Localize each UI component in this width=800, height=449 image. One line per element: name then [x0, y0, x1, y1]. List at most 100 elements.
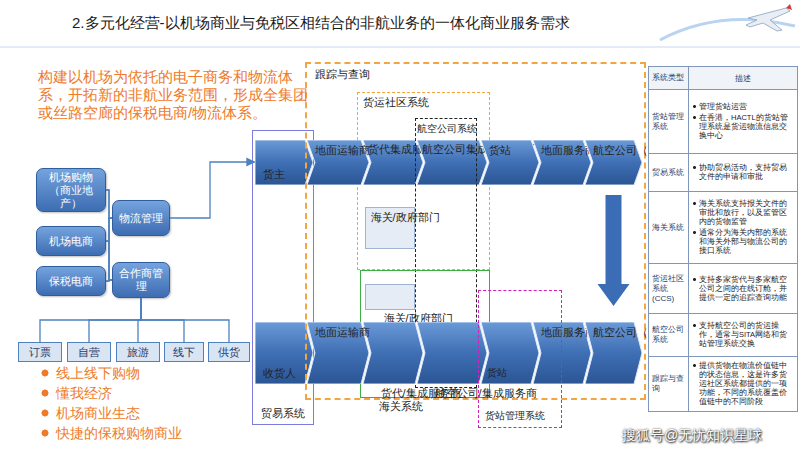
authority-box: 海关/政府部门 — [365, 284, 415, 310]
flow-chevron: 航空公司（飞机） — [585, 140, 642, 185]
table-cell-text: 在香港，HACTL的货站管理系统是货运物流信息交换中心 — [692, 113, 794, 140]
table-cell: 协助贸易活动，支持贸易文件的申请和审批 — [689, 154, 797, 191]
chevron-fill — [417, 322, 487, 384]
table-cell-text: 海关系统 — [652, 223, 684, 233]
table-cell-text: 跟踪与查询 — [652, 374, 685, 394]
table-row: 海关系统海关系统支持报关文件的审批和放行，以及监管区内的货物监管通常分为海关内部… — [649, 191, 797, 263]
node-text: 供货 — [218, 346, 240, 359]
table-cell: 跟踪与查询 — [649, 357, 689, 411]
chevron-fill — [255, 140, 313, 185]
flow-chevron: 货主 — [255, 140, 313, 185]
node-text: 货站管理系统 — [485, 409, 545, 422]
table-cell: 支持航空公司的货运操作，通常与SITA网络和货站管理系统交换 — [689, 314, 797, 356]
flow-chevron: 航空公司集成服务商（飞机） — [417, 140, 487, 185]
connector-line — [138, 298, 141, 342]
bullet-item: 快捷的保税购物商业 — [40, 424, 276, 442]
node-text: 地面运输商 — [315, 144, 370, 157]
flow-chevron: 航空公司/集成服务商 — [417, 322, 487, 384]
node-text: 货站 — [487, 366, 507, 379]
table-cell: 货运社区系统(CCS) — [649, 264, 689, 313]
flow-chevron: 地面运输商 — [307, 140, 369, 185]
business-box: 物流管理 — [112, 200, 170, 236]
table-cell: 提供货物在物流价值链中的状态信息，这是许多货运社区系统都提供的一项功能，不同的系… — [689, 357, 797, 411]
table-cell: 货站管理系统 — [649, 90, 689, 153]
table-cell-text: 货运社区系统(CCS) — [652, 274, 685, 304]
bullet-item: 懂我经济 — [40, 384, 276, 402]
system-frame: 海关系统海关/政府部门货代/集成服务商航空公司/集成服务商 — [360, 270, 490, 398]
table-cell: 管理货站运营在香港，HACTL的货站管理系统是货运物流信息交换中心 — [689, 90, 797, 153]
flow-chevron: 地面服务商 — [533, 140, 591, 185]
business-box: 合作商管理 — [112, 262, 170, 298]
channel-box: 线下 — [164, 342, 204, 362]
node-text: 货站 — [489, 144, 511, 157]
connector-line — [89, 298, 141, 342]
table-cell: 海关系统 — [649, 192, 689, 263]
table-cell-text: 通常分为海关内部的系统和海关外部与物流公司的接口系统 — [692, 228, 794, 255]
channel-box: 旅游 — [116, 342, 160, 362]
table-cell-text: 管理货站运营 — [692, 102, 794, 111]
node-text: 线下 — [173, 346, 195, 359]
table-cell-text: 贸易系统 — [652, 168, 684, 178]
system-table: 系统类型 描述货站管理系统管理货站运营在香港，HACTL的货站管理系统是货运物流信… — [648, 66, 798, 412]
connector-line — [170, 162, 255, 218]
table-cell-text: 支持航空公司的货运操作，通常与SITA网络和货站管理系统交换 — [692, 321, 794, 348]
node-text: 货运社区系统 — [363, 96, 429, 109]
chevron-fill — [307, 140, 369, 185]
intro-text: 构建以机场为依托的电子商务和物流体系，开拓新的非航业务范围，形成全集团或丝路空廊… — [38, 68, 308, 122]
table-cell-text: 协助贸易活动，支持贸易文件的申请和审批 — [692, 163, 794, 181]
plane-trail — [660, 20, 795, 40]
connector-line — [106, 218, 112, 241]
header-rule — [0, 47, 800, 48]
watermark: 搜狐号@无忧知识星球 — [622, 426, 797, 444]
bullet-item: 机场商业生态 — [40, 404, 276, 422]
plane-icon — [746, 8, 790, 31]
channel-box: 订票 — [18, 342, 62, 362]
table-cell-text: 系统类型 — [652, 73, 684, 83]
table-row: 货站管理系统管理货站运营在香港，HACTL的货站管理系统是货运物流信息交换中心 — [649, 89, 797, 153]
table-cell-text: 提供货物在物流价值链中的状态信息，这是许多货运社区系统都提供的一项功能，不同的系… — [692, 361, 794, 406]
table-cell: 海关系统支持报关文件的审批和放行，以及监管区内的货物监管通常分为海关内部的系统和… — [689, 192, 797, 263]
node-text: 订票 — [29, 346, 51, 359]
connector-line — [141, 298, 184, 342]
node-text: 海关系统 — [379, 400, 423, 413]
chevron-shape — [417, 322, 487, 384]
table-cell: 航空公司系统 — [649, 314, 689, 356]
chevron-fill — [363, 322, 423, 384]
connector-line — [40, 298, 141, 342]
table-cell-text: 支持多家货代与多家航空公司之间的在线订舱，并提供一定的追踪查询功能 — [692, 275, 794, 302]
table-cell: 描述 — [689, 67, 797, 89]
chevron-fill — [481, 322, 539, 384]
node-text: 货主 — [263, 168, 285, 181]
chevron-fill — [481, 140, 539, 185]
system-frame: 货站管理系统货站 — [478, 290, 562, 428]
connector-line — [106, 218, 112, 281]
flow-chevron: 货站 — [481, 322, 539, 384]
node-text: 航空公司/集成服务商 — [435, 387, 537, 400]
connector-line — [141, 298, 229, 342]
table-row: 货运社区系统(CCS) 支持多家货代与多家航空公司之间的在线订舱，并提供一定的追踪… — [649, 263, 797, 313]
flow-chevron: 地面运输商 — [307, 322, 369, 384]
bullet-item: 线上线下购物 — [40, 364, 276, 382]
node-text: 保税电商 — [49, 275, 93, 288]
flow-chevron: 地面服务商 — [533, 322, 591, 384]
plane-tail — [786, 4, 792, 10]
table-cell-text: 货站管理系统 — [652, 112, 685, 132]
node-text: 物流管理 — [119, 212, 163, 225]
channel-box: 自营 — [67, 342, 111, 362]
table-cell-text: 海关系统支持报关文件的审批和放行，以及监管区内的货物监管 — [692, 199, 794, 226]
connector-line — [106, 241, 112, 280]
connector-line — [106, 280, 112, 281]
connector-line — [106, 190, 112, 218]
authority-box: 海关/政府部门 — [365, 207, 415, 249]
flow-chevron: 航空公司（飞机） — [585, 322, 642, 384]
flow-chevron: 货代/集成服务商 — [363, 322, 423, 384]
node-text: 海关/政府部门 — [371, 211, 440, 224]
table-row: 贸易系统协助贸易活动，支持贸易文件的申请和审批 — [649, 153, 797, 191]
flow-chevron: 货代集成服务商 — [363, 140, 423, 185]
node-text: 机场购物（商业地产） — [41, 171, 101, 210]
business-box: 机场购物（商业地产） — [36, 168, 106, 212]
table-cell-text: 描述 — [735, 74, 751, 84]
node-text: 自营 — [78, 346, 100, 359]
